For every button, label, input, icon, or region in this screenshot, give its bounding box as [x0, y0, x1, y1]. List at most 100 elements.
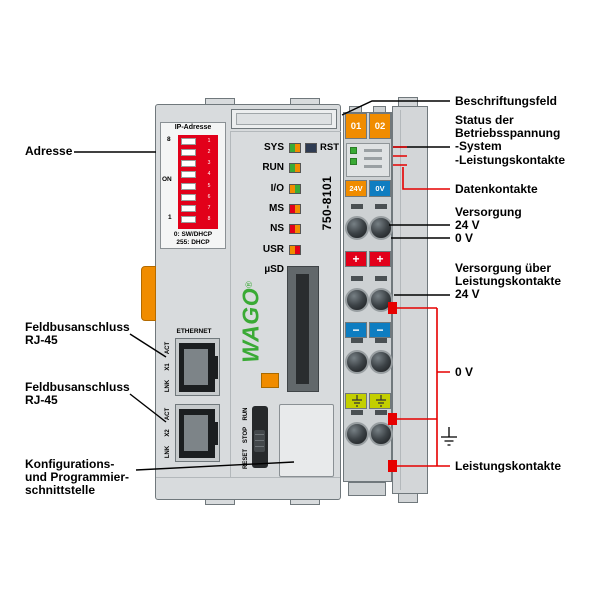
label-fieldbus-1-line2: RJ-45 — [25, 333, 58, 348]
label-beschriftungsfeld: Beschriftungsfeld — [455, 94, 558, 108]
label-fieldbus-2: Feldbusanschluss RJ-45 — [25, 380, 130, 408]
dip-switch-2[interactable] — [181, 205, 196, 212]
label-vlk-line1: Versorgung über — [455, 261, 552, 275]
led-ms-label: MS — [269, 203, 284, 214]
release-latch-orange — [141, 266, 156, 321]
clamp-slot-1b[interactable] — [375, 204, 387, 209]
label-config-line1: Konfigurations- — [25, 457, 115, 471]
label-vlk-line2: Leistungskontakte — [455, 274, 562, 289]
dip-label-on: ON — [162, 176, 172, 183]
dip-switch-7[interactable] — [181, 149, 196, 156]
label-0v: 0 V — [455, 365, 474, 379]
terminal-24v-supply[interactable] — [345, 216, 369, 240]
housing-seam-bottom — [156, 477, 340, 478]
terminal-24v-power-contact-a[interactable] — [345, 288, 369, 312]
dip-note-1: 0: SW/DHCP — [173, 231, 213, 238]
terminal-0v-a[interactable] — [345, 350, 369, 374]
label-leistungskontakte: Leistungskontakte — [455, 459, 562, 473]
label-datenkontakte: Datenkontakte — [455, 182, 538, 196]
dip-switch-6[interactable] — [181, 160, 196, 167]
ethernet-port-x2[interactable] — [175, 404, 220, 462]
rst-label: RST — [320, 142, 339, 153]
dip-number-8: 8 — [207, 216, 211, 222]
earth-ground-symbol-icon — [441, 427, 457, 446]
dip-number-6: 6 — [207, 194, 211, 200]
led-usd-label: µSD — [264, 264, 284, 275]
label-fieldbus-2-line2: RJ-45 — [25, 393, 58, 408]
clamp-slot-3a[interactable] — [351, 338, 363, 343]
terminal-pe-b[interactable] — [369, 422, 393, 446]
marking-field-inner — [236, 113, 332, 125]
wago-logo: WAGO® — [238, 281, 265, 362]
clamp-slot-2b[interactable] — [375, 276, 387, 281]
dip-title: IP-Adresse — [174, 124, 212, 131]
clamp-slot-3b[interactable] — [375, 338, 387, 343]
connector-02: 02 — [369, 113, 391, 139]
dip-switch-5[interactable] — [181, 171, 196, 178]
din-rail-profile — [392, 106, 428, 494]
label-vlk-line3: 24 V — [455, 287, 480, 302]
ethernet-port-x1[interactable] — [175, 338, 220, 396]
config-programming-port[interactable] — [279, 404, 334, 477]
port-x1-opening — [179, 343, 215, 392]
dip-label-1: 1 — [168, 214, 172, 221]
port-x2-contacts — [184, 415, 208, 451]
dip-number-3: 3 — [207, 160, 211, 166]
dip-switch-4[interactable] — [181, 183, 196, 190]
label-status-line1: Status der — [455, 113, 514, 127]
dip-note-2: 255: DHCP — [176, 239, 210, 246]
housing-seam-horizontal — [230, 131, 341, 132]
connector-02-tab — [373, 106, 386, 113]
led-run-indicator — [289, 163, 301, 173]
led-io-label: I/O — [270, 183, 284, 194]
label-status-line2: Betriebsspannung — [455, 126, 561, 141]
led-sys-indicator — [289, 143, 301, 153]
pe-field-a — [345, 393, 367, 409]
terminal-24v-power-contact-b[interactable] — [369, 288, 393, 312]
terminal-pe-a[interactable] — [345, 422, 369, 446]
clamp-slot-2a[interactable] — [351, 276, 363, 281]
dip-switch-1[interactable] — [181, 216, 196, 223]
model-number: 750-8101 — [320, 175, 334, 231]
wago-logo-text: WAGO — [237, 287, 264, 363]
led-ns-label: NS — [270, 223, 284, 234]
housing-bottom-tab-2 — [290, 499, 320, 505]
terminal-0v-supply[interactable] — [369, 216, 393, 240]
mode-stop-label: STOP — [243, 426, 249, 444]
label-config-line3: schnittstelle — [25, 483, 96, 498]
dip-switch-8[interactable] — [181, 138, 196, 145]
pe-field-b — [369, 393, 391, 409]
port2-x2-label: X2 — [165, 429, 171, 437]
terminal-label-0v: 0V — [369, 180, 391, 197]
dip-label-8: 8 — [167, 136, 171, 143]
dip-switch-3[interactable] — [181, 194, 196, 201]
clamp-slot-4a[interactable] — [351, 410, 363, 415]
sd-card-slot-opening — [296, 274, 309, 384]
housing-bottom-tab-1 — [205, 499, 235, 505]
mode-switch-knob[interactable] — [254, 430, 265, 452]
label-config-line2: und Programmier- — [25, 470, 130, 485]
port1-lnk-label: LNK — [165, 379, 171, 393]
mode-run-label: RUN — [243, 407, 249, 421]
label-fieldbus-1: Feldbusanschluss RJ-45 — [25, 320, 130, 348]
minus-field-a: − — [345, 322, 367, 338]
clamp-slot-4b[interactable] — [375, 410, 387, 415]
clamp-slot-1a[interactable] — [351, 204, 363, 209]
mode-selector-switch[interactable] — [252, 406, 268, 468]
rail-top-tab — [398, 97, 418, 107]
label-config-interface: Konfigurations- und Programmier- schnitt… — [25, 457, 130, 498]
ethernet-label: ETHERNET — [176, 328, 212, 335]
port-x1-contacts — [184, 349, 208, 385]
housing-top-tab-2 — [290, 98, 320, 105]
led-io-indicator — [289, 184, 301, 194]
label-versorgung-title: Versorgung — [455, 205, 522, 219]
terminal-0v-b[interactable] — [369, 350, 393, 374]
supply-status-led-power — [350, 158, 357, 165]
dip-number-7: 7 — [207, 205, 211, 211]
reset-button[interactable] — [305, 143, 317, 153]
label-status: Status der Betriebsspannung -System -Lei… — [455, 113, 565, 167]
supply-status-led-system — [350, 147, 357, 154]
card-eject-tab[interactable] — [261, 373, 279, 388]
led-ms-indicator — [289, 204, 301, 214]
